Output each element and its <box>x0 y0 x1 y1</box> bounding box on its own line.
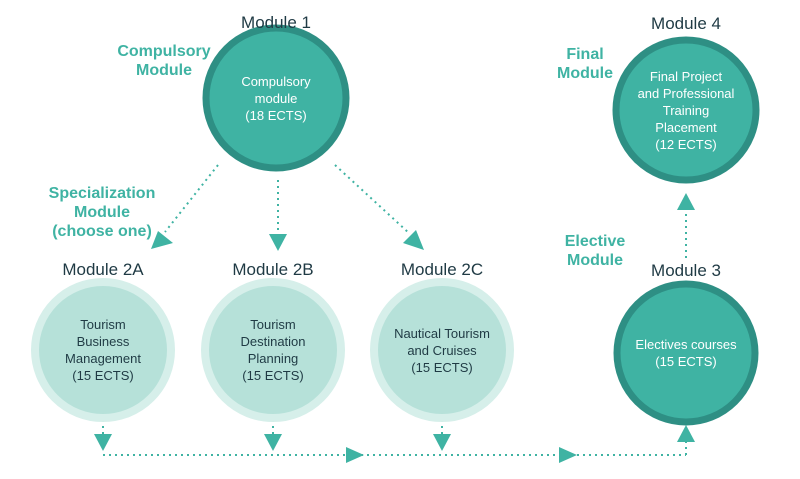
module-2a-text: Tourism Business Management (15 ECTS) <box>65 317 141 383</box>
module-1-circle <box>202 24 350 172</box>
module-2c-label: Module 2C <box>400 260 484 279</box>
arrow-up-m3 <box>677 425 695 442</box>
module-3-text: Electives courses (15 ECTS) <box>635 337 737 369</box>
arrow-to-m2b <box>269 234 287 251</box>
module-4-label: Module 4 <box>651 14 721 33</box>
arrow-down-m2c <box>433 434 451 451</box>
line-m1-to-m2c <box>334 164 411 235</box>
arrow-down-m2a <box>94 434 112 451</box>
module-3-label: Module 3 <box>651 261 721 280</box>
arrow-to-m2a <box>151 231 173 249</box>
module-2c-text: Nautical Tourism and Cruises (15 ECTS) <box>394 325 490 375</box>
module-2a-circle <box>31 278 175 422</box>
module-3-circle <box>613 280 759 426</box>
category-final: Final Module <box>557 46 613 82</box>
category-compulsory: Compulsory Module <box>117 43 211 79</box>
module-4-text: Final Project and Professional Training … <box>637 68 735 152</box>
module-2a-label: Module 2A <box>62 260 144 279</box>
module-2b-text: Tourism Destination Planning (15 ECTS) <box>240 317 306 383</box>
arrow-down-m2b <box>264 434 282 451</box>
module-2b-label: Module 2B <box>232 260 314 279</box>
module-1-label: Module 1 <box>241 13 311 32</box>
category-elective: Elective Module <box>564 233 626 269</box>
module-1-text: Compulsory module (18 ECTS) <box>241 73 311 123</box>
category-specialization: Specialization Module (choose one) <box>48 185 156 240</box>
module-2b-circle <box>201 278 345 422</box>
module-4-circle <box>612 36 760 184</box>
arrow-to-m2c <box>403 230 424 250</box>
arrow-bus-right-1 <box>346 447 364 463</box>
line-m1-to-m2a <box>164 164 219 233</box>
module-2c-circle <box>370 278 514 422</box>
arrow-bus-right-2 <box>559 447 577 463</box>
arrow-up-m4 <box>677 193 695 210</box>
